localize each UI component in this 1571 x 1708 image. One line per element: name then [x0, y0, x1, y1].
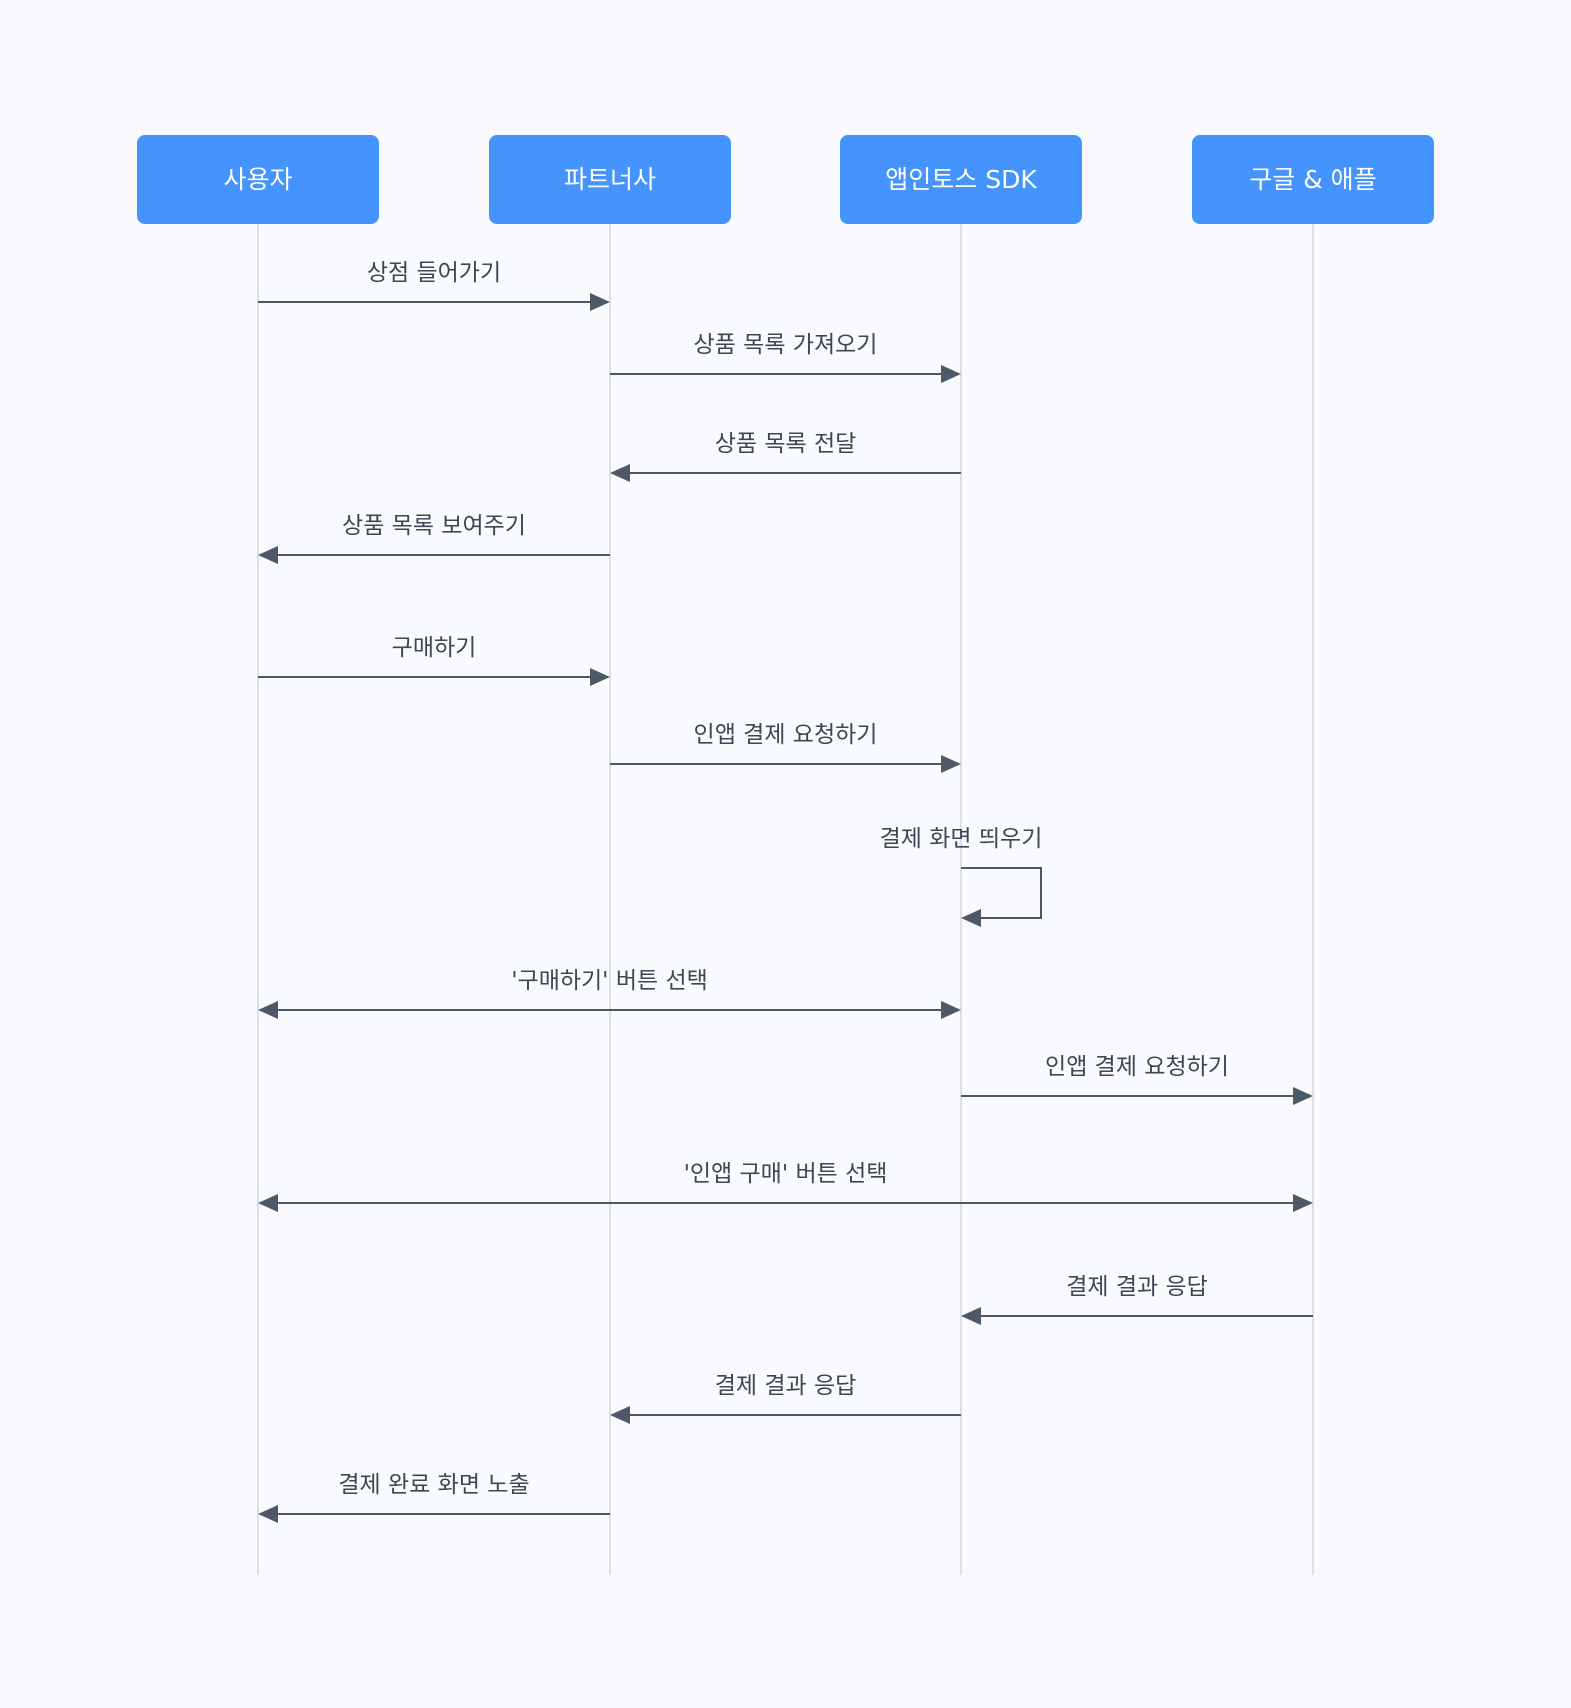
message-12: 결제 결과 응답	[610, 1373, 961, 1424]
lifelines	[257, 224, 1314, 1575]
message-9: 인앱 결제 요청하기	[961, 1054, 1313, 1105]
actor-sdk: 앱인토스 SDK	[840, 135, 1082, 224]
message-11: 결제 결과 응답	[961, 1274, 1313, 1325]
message-4: 상품 목록 보여주기	[258, 513, 610, 564]
actor-box	[137, 135, 379, 224]
message-3: 상품 목록 전달	[610, 431, 961, 482]
arrow-head	[590, 293, 610, 311]
arrow-head	[1293, 1087, 1313, 1105]
message-label: 상점 들어가기	[367, 260, 501, 286]
message-label: 결제 결과 응답	[1066, 1274, 1208, 1300]
arrow-head	[610, 1406, 630, 1424]
arrow-head	[961, 909, 981, 927]
arrow-head	[941, 1001, 961, 1019]
arrow-head	[258, 1194, 278, 1212]
arrow-head	[590, 668, 610, 686]
message-2: 상품 목록 가져오기	[610, 332, 961, 383]
message-label: 상품 목록 가져오기	[694, 332, 878, 358]
message-7: 결제 화면 띄우기	[880, 826, 1043, 927]
actors: 사용자 파트너사 앱인토스 SDK 구글 & 애플	[137, 135, 1434, 224]
message-13: 결제 완료 화면 노출	[258, 1472, 610, 1523]
message-label: '인앱 구매' 버튼 선택	[684, 1161, 888, 1187]
arrow-head	[941, 755, 961, 773]
actor-partner: 파트너사	[489, 135, 731, 224]
actor-box	[840, 135, 1082, 224]
message-6: 인앱 결제 요청하기	[610, 722, 961, 773]
actor-user: 사용자	[137, 135, 379, 224]
actor-store: 구글 & 애플	[1192, 135, 1434, 224]
message-label: 결제 화면 띄우기	[880, 826, 1043, 852]
actor-label: 파트너사	[564, 165, 656, 194]
message-8: '구매하기' 버튼 선택	[258, 968, 961, 1019]
actor-box	[1192, 135, 1434, 224]
message-label: 인앱 결제 요청하기	[1045, 1054, 1229, 1080]
actor-label: 사용자	[223, 165, 292, 194]
message-10: '인앱 구매' 버튼 선택	[258, 1161, 1313, 1212]
actor-label: 앱인토스 SDK	[885, 165, 1037, 194]
arrow-head	[941, 365, 961, 383]
actor-box	[489, 135, 731, 224]
arrow-head	[258, 546, 278, 564]
message-5: 구매하기	[258, 635, 610, 686]
message-label: '구매하기' 버튼 선택	[511, 968, 708, 994]
arrow-head	[258, 1505, 278, 1523]
message-label: 구매하기	[392, 635, 477, 661]
arrow-head	[961, 1307, 981, 1325]
message-1: 상점 들어가기	[258, 260, 610, 311]
message-label: 상품 목록 전달	[715, 431, 857, 457]
actor-label: 구글 & 애플	[1249, 165, 1376, 194]
message-label: 결제 결과 응답	[715, 1373, 857, 1399]
message-label: 결제 완료 화면 노출	[338, 1472, 529, 1498]
self-loop-line	[961, 867, 1042, 919]
arrow-head	[258, 1001, 278, 1019]
arrow-head	[610, 464, 630, 482]
arrow-head	[1293, 1194, 1313, 1212]
message-label: 상품 목록 보여주기	[342, 513, 526, 539]
message-label: 인앱 결제 요청하기	[694, 722, 878, 748]
